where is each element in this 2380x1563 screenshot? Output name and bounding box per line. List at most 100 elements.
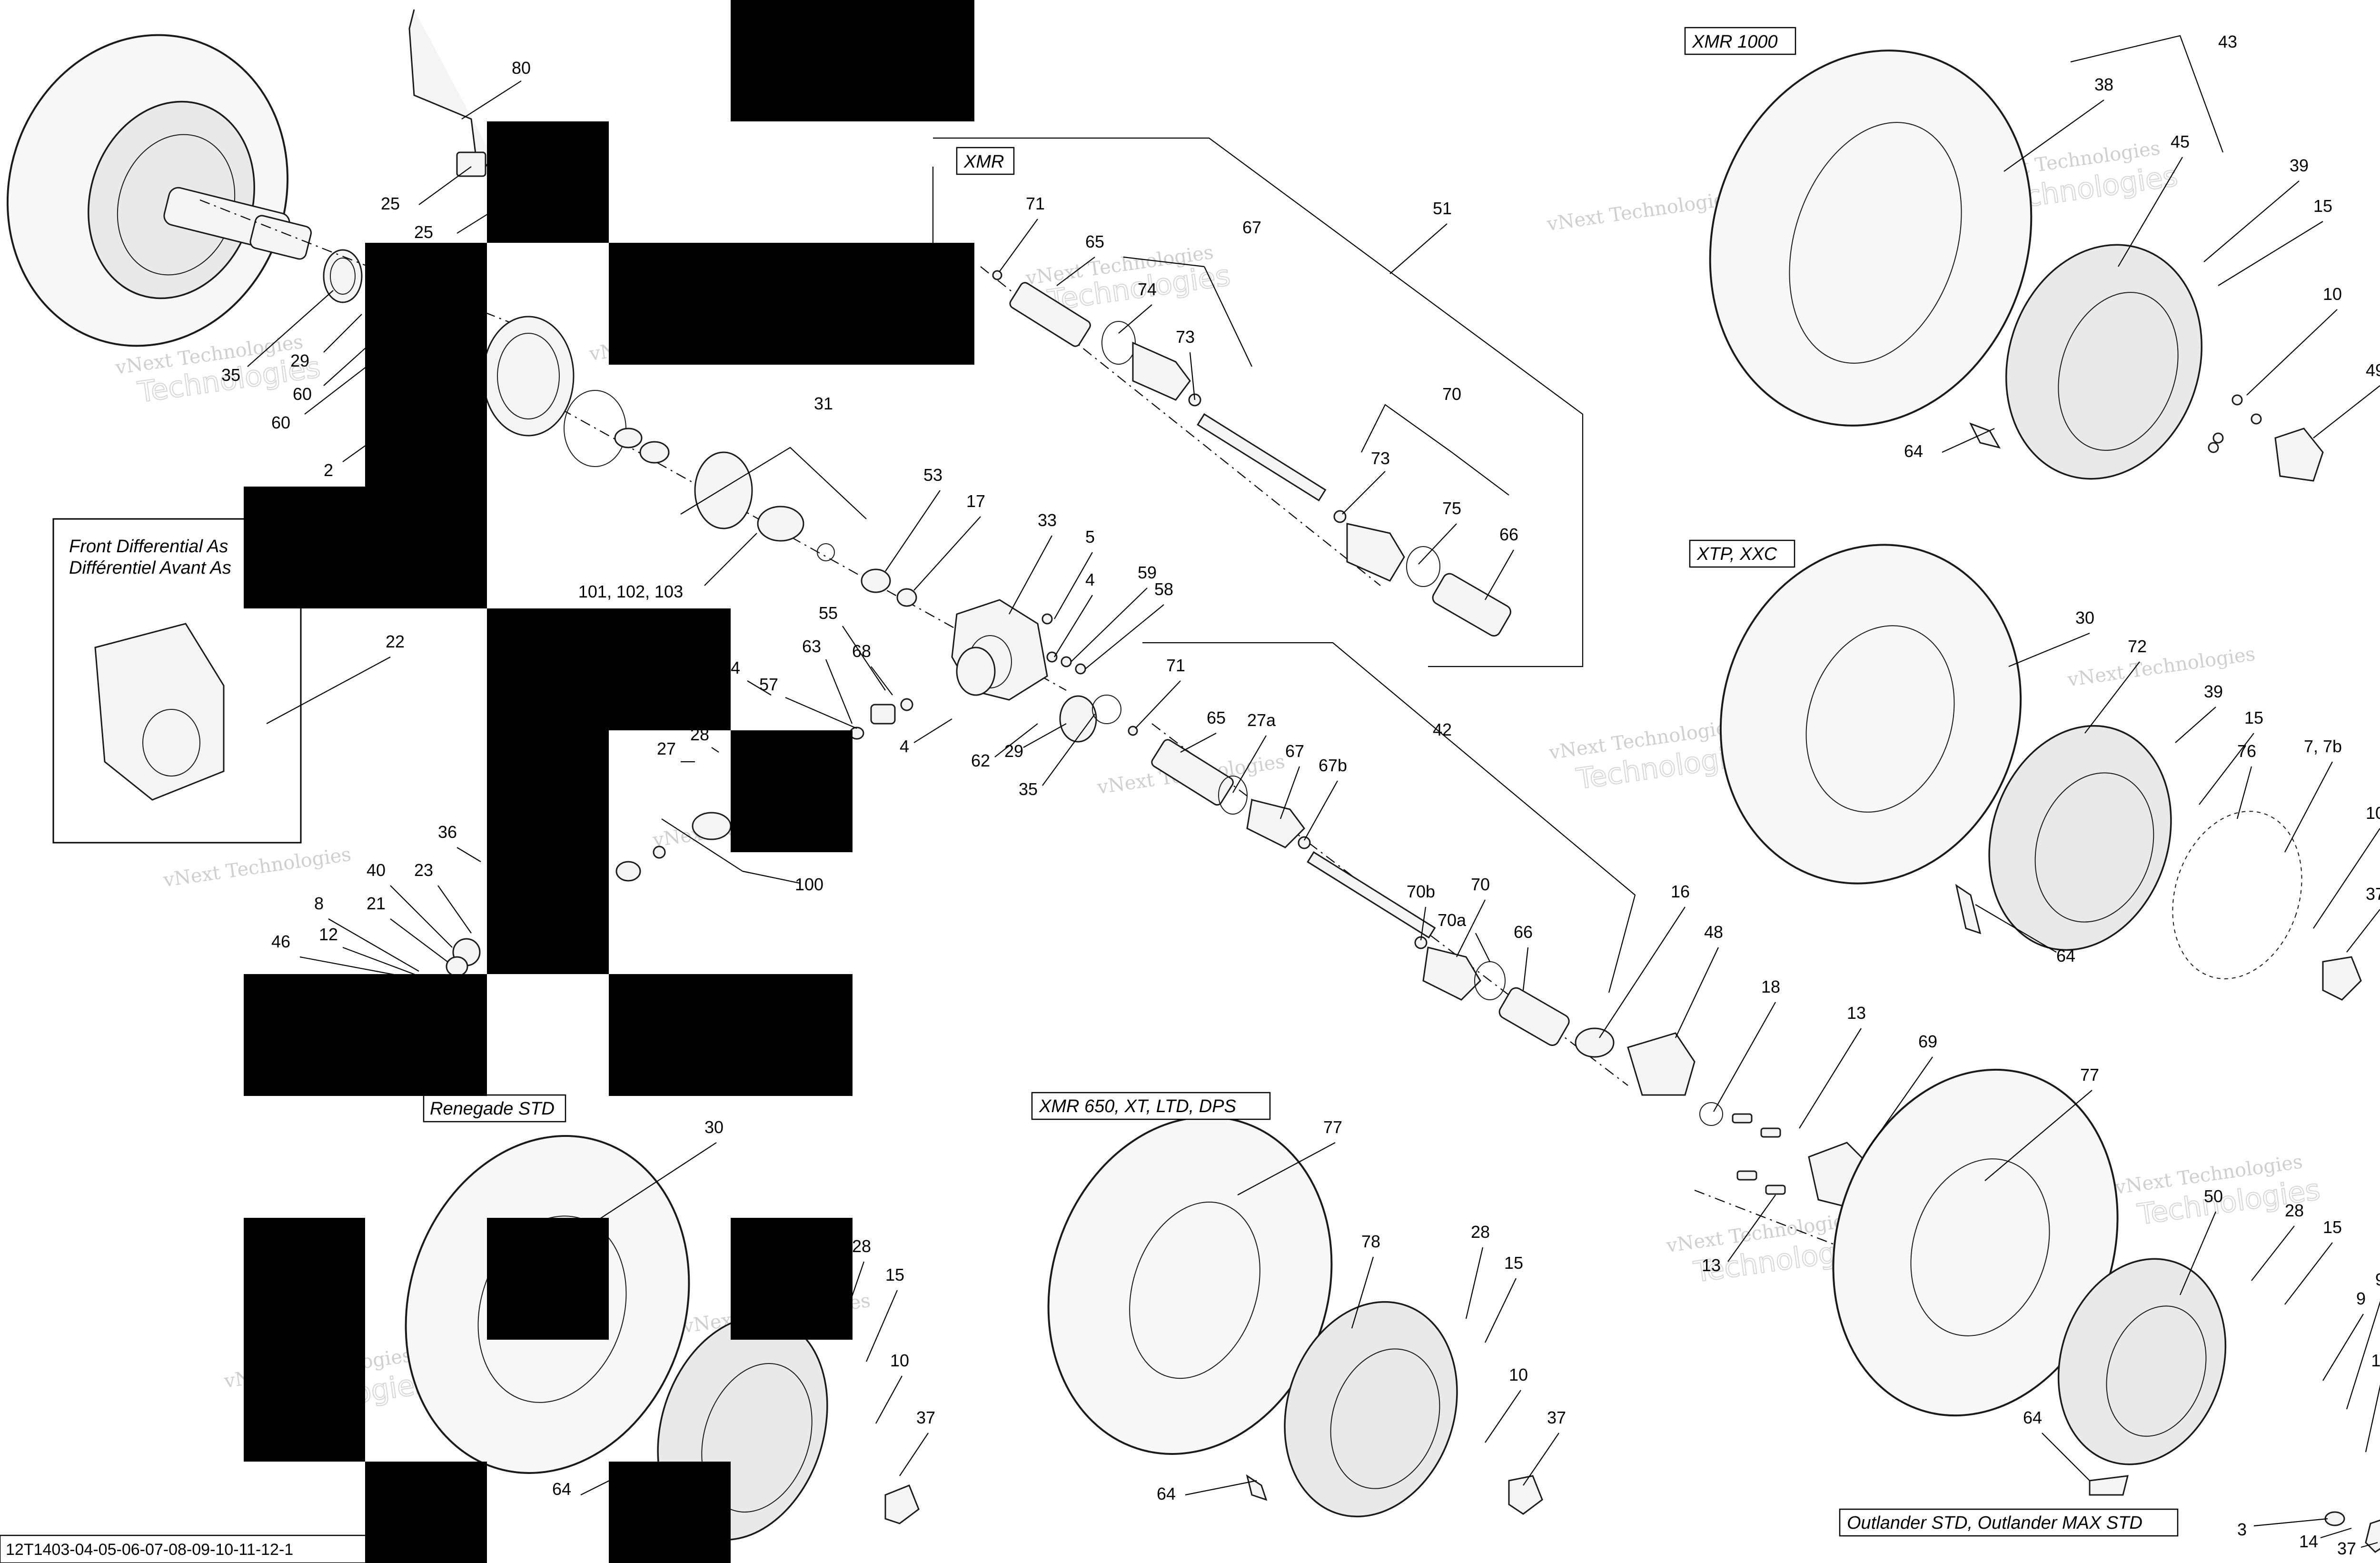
part-callout-number: 73 <box>1176 327 1195 347</box>
wheel-rim <box>1988 725 2172 951</box>
part-callout-number: 58 <box>1154 579 1173 599</box>
clip <box>817 543 835 561</box>
part-callout-number: 77 <box>1323 1117 1342 1137</box>
thrust-washer <box>757 506 804 542</box>
leader-line <box>2179 1211 2217 1295</box>
leader-line <box>1351 1256 1374 1329</box>
part-callout-number: 67b <box>1319 756 1347 775</box>
part-callout-number: 66 <box>1499 525 1518 544</box>
valve-stem <box>1955 884 1982 935</box>
part-callout-number: 28 <box>2285 1201 2304 1220</box>
leader-line <box>599 1142 717 1219</box>
part-callout-number: 53 <box>923 465 942 485</box>
leader-line <box>1237 1142 1336 1195</box>
part-callout-number: 4 <box>900 737 909 756</box>
leader-line <box>999 219 1038 272</box>
part-callout-number: 8 <box>314 894 324 913</box>
leader-line <box>1713 1002 1776 1112</box>
part-callout-number: 4 <box>731 658 740 677</box>
xmr650-wheel <box>1047 1116 1543 1518</box>
redaction-block <box>609 1462 731 1563</box>
part-callout-number: 62 <box>971 751 990 770</box>
diff-bore <box>142 709 200 777</box>
part-callout-number: 27a <box>1247 710 1276 730</box>
leader-line <box>704 533 757 586</box>
part-callout-number: 69 <box>1918 1032 1937 1051</box>
part-callout-number: 65 <box>1207 708 1226 727</box>
hub-cap <box>2274 428 2324 482</box>
leader-line <box>711 747 719 753</box>
part-callout-number: 72 <box>2128 637 2147 656</box>
boot <box>1422 946 1481 1001</box>
redaction-block <box>244 974 487 1096</box>
outer-cv-joint <box>1151 739 1234 806</box>
part-callout-number: 2 <box>324 460 333 480</box>
leader-line <box>1420 906 1427 941</box>
part-callout-number: 67 <box>1242 218 1261 237</box>
bearing <box>1575 1027 1615 1058</box>
leader-line <box>437 885 472 934</box>
circlip <box>1128 726 1138 736</box>
top-left-wheel-assembly <box>6 9 494 347</box>
part-callout-number: 5 <box>1085 527 1095 547</box>
redaction-block <box>365 243 487 487</box>
leader-line <box>742 870 800 884</box>
leader-line <box>885 490 941 572</box>
redaction-block <box>487 1218 609 1340</box>
part-callout-number: 3 <box>2237 1520 2247 1539</box>
part-callout-number: 70 <box>1471 875 1490 894</box>
bearing <box>614 428 643 448</box>
leader-line <box>2236 766 2252 819</box>
xtp-xxc-wheel <box>1719 544 2362 1001</box>
part-callout-number: 21 <box>367 894 386 913</box>
part-callout-number: 40 <box>367 860 386 880</box>
xmr1000-43-bracket <box>2070 35 2224 153</box>
bolt <box>1075 663 1086 675</box>
spring <box>900 698 913 711</box>
xmr-label: XMR <box>963 152 1004 172</box>
redaction-block <box>244 487 487 608</box>
leader-line <box>2346 909 2380 953</box>
leader-line <box>2203 180 2300 262</box>
part-callout-number: 57 <box>759 675 778 694</box>
leader-line <box>1799 1028 1862 1129</box>
xmr-axle <box>992 270 1511 637</box>
wheel-rim <box>1284 1301 1458 1518</box>
redaction-block <box>731 1218 853 1340</box>
leader-line <box>1865 1056 1933 1153</box>
leader-line <box>456 847 481 862</box>
boot <box>1246 799 1305 848</box>
part-callout-number: 35 <box>1019 779 1038 799</box>
leader-line <box>747 680 772 696</box>
part-callout-number: 49 <box>2366 360 2380 380</box>
lower-axle-bracket <box>1142 642 1636 993</box>
part-callout-number: 64 <box>2023 1408 2042 1427</box>
housing <box>482 316 575 437</box>
leader-line <box>1071 587 1148 662</box>
redaction-block <box>365 1462 487 1563</box>
part-callout-number: 66 <box>1514 922 1533 942</box>
part-callout-number: 75 <box>1442 498 1461 518</box>
bolt <box>1046 651 1058 663</box>
part-callout-number: 60 <box>293 384 312 404</box>
part-callout-number: 36 <box>438 822 457 842</box>
leader-line <box>2346 1301 2380 1410</box>
valve-stem <box>2089 1475 2129 1496</box>
part-callout-number: 35 <box>221 365 240 385</box>
xmr1000-label-box <box>1684 27 1796 55</box>
leader-line <box>1054 595 1093 657</box>
part-callout-number: 14 <box>2299 1532 2318 1551</box>
xmr-label-box <box>956 147 1015 175</box>
rim-detail <box>701 1363 813 1513</box>
redaction-block <box>731 730 853 852</box>
leader-line <box>1056 257 1095 286</box>
part-callout-number: 12 <box>319 925 338 944</box>
leader-line <box>1118 304 1152 334</box>
coupler <box>692 812 732 840</box>
leader-line <box>1304 780 1338 841</box>
xtp-label: XTP, XXC <box>1696 544 1777 564</box>
outlander-label: Outlander STD, Outlander MAX STD <box>1847 1513 2142 1533</box>
leader-line <box>328 918 419 972</box>
leader-line <box>1042 714 1095 786</box>
